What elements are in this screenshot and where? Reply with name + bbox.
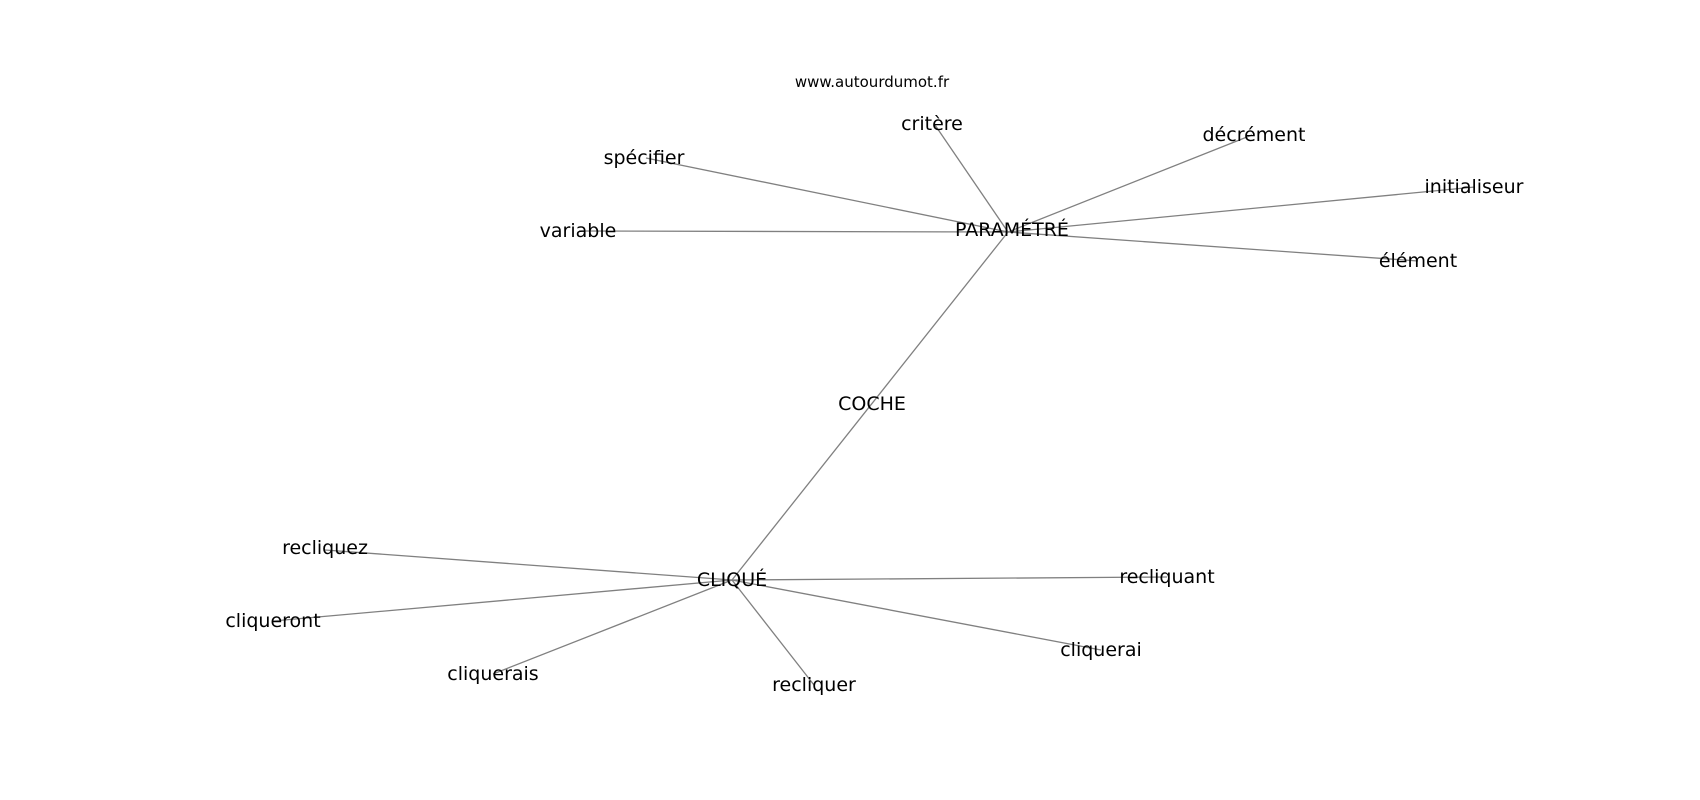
watermark-text: www.autourdumot.fr <box>795 73 950 91</box>
edge-clique-cliqueront <box>272 579 733 622</box>
node-label-coche: COCHE <box>838 393 906 415</box>
node-label-cliqueront: cliqueront <box>225 610 320 632</box>
edge-clique-recliquant <box>731 576 1168 581</box>
edge-parametre-element <box>1007 231 1419 262</box>
node-label-parametre: PARAMÉTRÉ <box>955 218 1069 241</box>
edge-clique-recliquer <box>731 579 815 686</box>
edge-parametre-critere <box>934 124 1009 233</box>
node-label-recliquer: recliquer <box>772 674 856 696</box>
edge-parametre-specifier <box>645 157 1009 233</box>
edge-clique-cliquerais <box>492 579 733 675</box>
edge-parametre-variable <box>578 230 1009 233</box>
node-label-recliquant: recliquant <box>1119 566 1214 588</box>
edge-parametre-clique <box>731 231 1009 581</box>
node-label-element: élément <box>1379 250 1457 272</box>
node-label-clique: CLIQUÉ <box>697 568 767 591</box>
label-layer: COCHE PARAMÉTRÉ CLIQUÉ critère décrément spéc… <box>225 113 1523 696</box>
edge-parametre-initialiseur <box>1007 186 1476 233</box>
node-label-cliquerais: cliquerais <box>447 663 538 685</box>
node-label-specifier: spécifier <box>604 147 685 169</box>
edge-parametre-decrement <box>1007 134 1253 233</box>
node-label-decrement: décrément <box>1203 124 1306 146</box>
node-label-variable: variable <box>540 220 617 242</box>
edge-layer <box>272 124 1476 686</box>
edge-clique-cliquerai <box>731 579 1102 651</box>
edge-clique-recliquez <box>324 549 733 581</box>
node-label-critere: critère <box>901 113 963 135</box>
node-label-initialiseur: initialiseur <box>1425 176 1524 198</box>
node-label-cliquerai: cliquerai <box>1060 639 1142 661</box>
node-label-recliquez: recliquez <box>282 537 368 559</box>
